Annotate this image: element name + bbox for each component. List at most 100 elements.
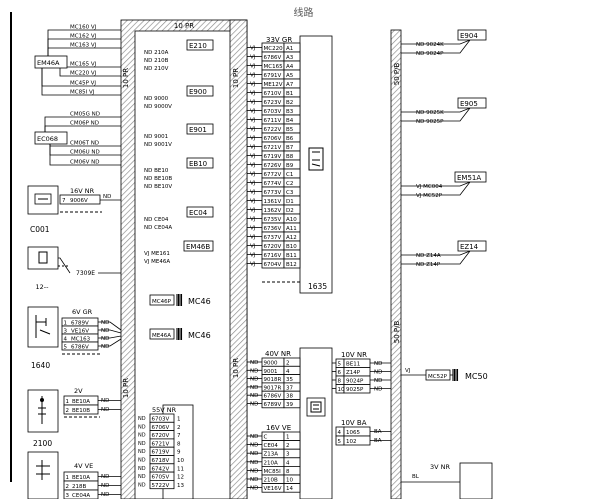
c1635-code: 6711V [264, 118, 282, 124]
connector-box-label: E210 [189, 42, 207, 50]
mc46-tag-box [149, 328, 175, 340]
c1635-pin: D2 [286, 208, 294, 214]
mc46-tag: ME46A [152, 333, 171, 339]
connector-box-label: E901 [189, 126, 207, 134]
em46a-wire-label: MC160 VJ [70, 25, 97, 31]
c16ve-pin: 14 [286, 486, 293, 492]
c2100-label: 2100 [33, 439, 52, 448]
c10vnr-row [343, 384, 371, 394]
connector-box-label: EC04 [189, 209, 208, 217]
c40v-icon [306, 397, 326, 417]
c1635-code: 6722V [264, 127, 282, 133]
c1635-pin: C2 [286, 181, 293, 187]
c16ve-color: ND [250, 460, 258, 466]
right-connector-box-wire [401, 250, 471, 256]
c1640-label: 1640 [31, 361, 50, 370]
connector-box-wire-label: ND CE04 [144, 217, 169, 223]
c1635-code: 6720V [264, 244, 282, 250]
c1635-icon [308, 147, 324, 171]
c55v-code: 6720V [152, 433, 170, 439]
em46a-wire-label: MC220 VJ [70, 71, 97, 77]
right-connector-box [457, 29, 487, 41]
c55v-color: ND [138, 416, 146, 422]
em46a-bundle [59, 68, 67, 77]
c10vnr-code: Z14P [346, 370, 361, 376]
c4ve-code: CE04A [72, 493, 90, 499]
right-connector-box-label: EZ14 [460, 243, 479, 251]
c40v-pin: 2 [286, 361, 290, 367]
c40v-code: 6786V [264, 394, 282, 400]
connector-box-wire-label: ND BE10V [144, 184, 172, 190]
ec068-bundle [44, 116, 67, 132]
c1635-pin: B6 [286, 136, 294, 142]
right-connector-box-label: E904 [460, 32, 478, 40]
ec068-box [34, 131, 68, 145]
em46a-wire-label: MC162 VJ [70, 34, 97, 40]
c2100-conn-label: 2V [74, 387, 83, 395]
right-connector-box-wire-label: ND 9024K [416, 42, 444, 48]
c55v-code: 6742V [152, 466, 170, 472]
c1635-color: VJ [250, 145, 256, 151]
c3vnr-prefix: BL [412, 474, 420, 480]
right-connector-box-wire-label: ND 9024P [416, 51, 444, 57]
connector-box-wire-label: ND CE04A [144, 225, 172, 231]
right-connector-box-wire-label: ND 9025K [416, 110, 444, 116]
right-connector-box-wire-label: ND Z14P [416, 262, 441, 268]
c1640-symbol [27, 306, 59, 348]
c1635-code: 1362V [264, 208, 282, 214]
em46a-wire-label: MC165 VJ [70, 62, 97, 68]
c10vba-color: BA [374, 429, 382, 435]
mc50-tag-box [425, 369, 451, 381]
connector-box-wire-label: ND BE10B [144, 176, 172, 182]
c55v-color: ND [138, 441, 146, 447]
connector-box-label: EB10 [189, 160, 207, 168]
c1635-color: VJ [250, 199, 256, 205]
c1635-color: VJ [250, 172, 256, 178]
c40v-color: ND [250, 368, 258, 374]
connector-box-wire-label: VJ ME161 [144, 251, 170, 257]
c16ve-code: 210A [264, 460, 278, 466]
c1640-conn-label: 6V GR [72, 308, 93, 316]
c1635-color: VJ [250, 235, 256, 241]
c55v-pin: 1 [177, 417, 181, 423]
c4ve-pin: 3 [66, 493, 70, 499]
c1635-color: VJ [250, 100, 256, 106]
c1635-pin: A3 [286, 55, 294, 61]
c2100-pin: 2 [66, 408, 70, 414]
c4ve-pin: 2 [66, 484, 70, 490]
c001-label: C001 [30, 225, 50, 234]
c10vnr-code: 9024P [346, 379, 364, 385]
connector-box [186, 39, 214, 51]
c40v-body [299, 347, 333, 499]
c55v-pin: 12 [177, 475, 184, 481]
c16ve-color: ND [250, 434, 258, 440]
c55v-pin: 9 [177, 450, 181, 456]
connector-box-wire-label: ND 9001 [144, 134, 168, 140]
c40v-code: 9017R [264, 385, 282, 391]
c1635-label: 1635 [308, 282, 327, 291]
em46a-label: EM46A [37, 59, 60, 67]
connector-box [183, 240, 214, 252]
c40v-color: ND [250, 360, 258, 366]
c1635-color: VJ [250, 262, 256, 268]
c55v-color: ND [138, 433, 146, 439]
em46a-bundle [47, 47, 67, 56]
em46a-wire-label: MC85I VJ [70, 90, 95, 96]
c16ve-code: C [264, 435, 268, 441]
c55v-color: ND [138, 458, 146, 464]
c55v-code: 6719V [152, 450, 170, 456]
em46a-bundle [41, 68, 67, 96]
c4ve-row [63, 489, 99, 499]
c1635-color: VJ [250, 55, 256, 61]
c1635-color: VJ [250, 46, 256, 52]
c3vnr-conn-label: 3V NR [430, 463, 451, 471]
right-connector-box-wire-label: ND Z14A [416, 253, 441, 259]
right-connector-box-label: EM51A [457, 174, 481, 182]
c55v-pin: 11 [177, 466, 184, 472]
c1635-code: 6704V [264, 262, 282, 268]
c55v-code: 6718V [152, 458, 170, 464]
connector-box [186, 157, 214, 169]
c4ve-icon [36, 460, 50, 480]
c1635-pin: A7 [286, 82, 294, 88]
mc46-label: MC46 [188, 297, 211, 306]
